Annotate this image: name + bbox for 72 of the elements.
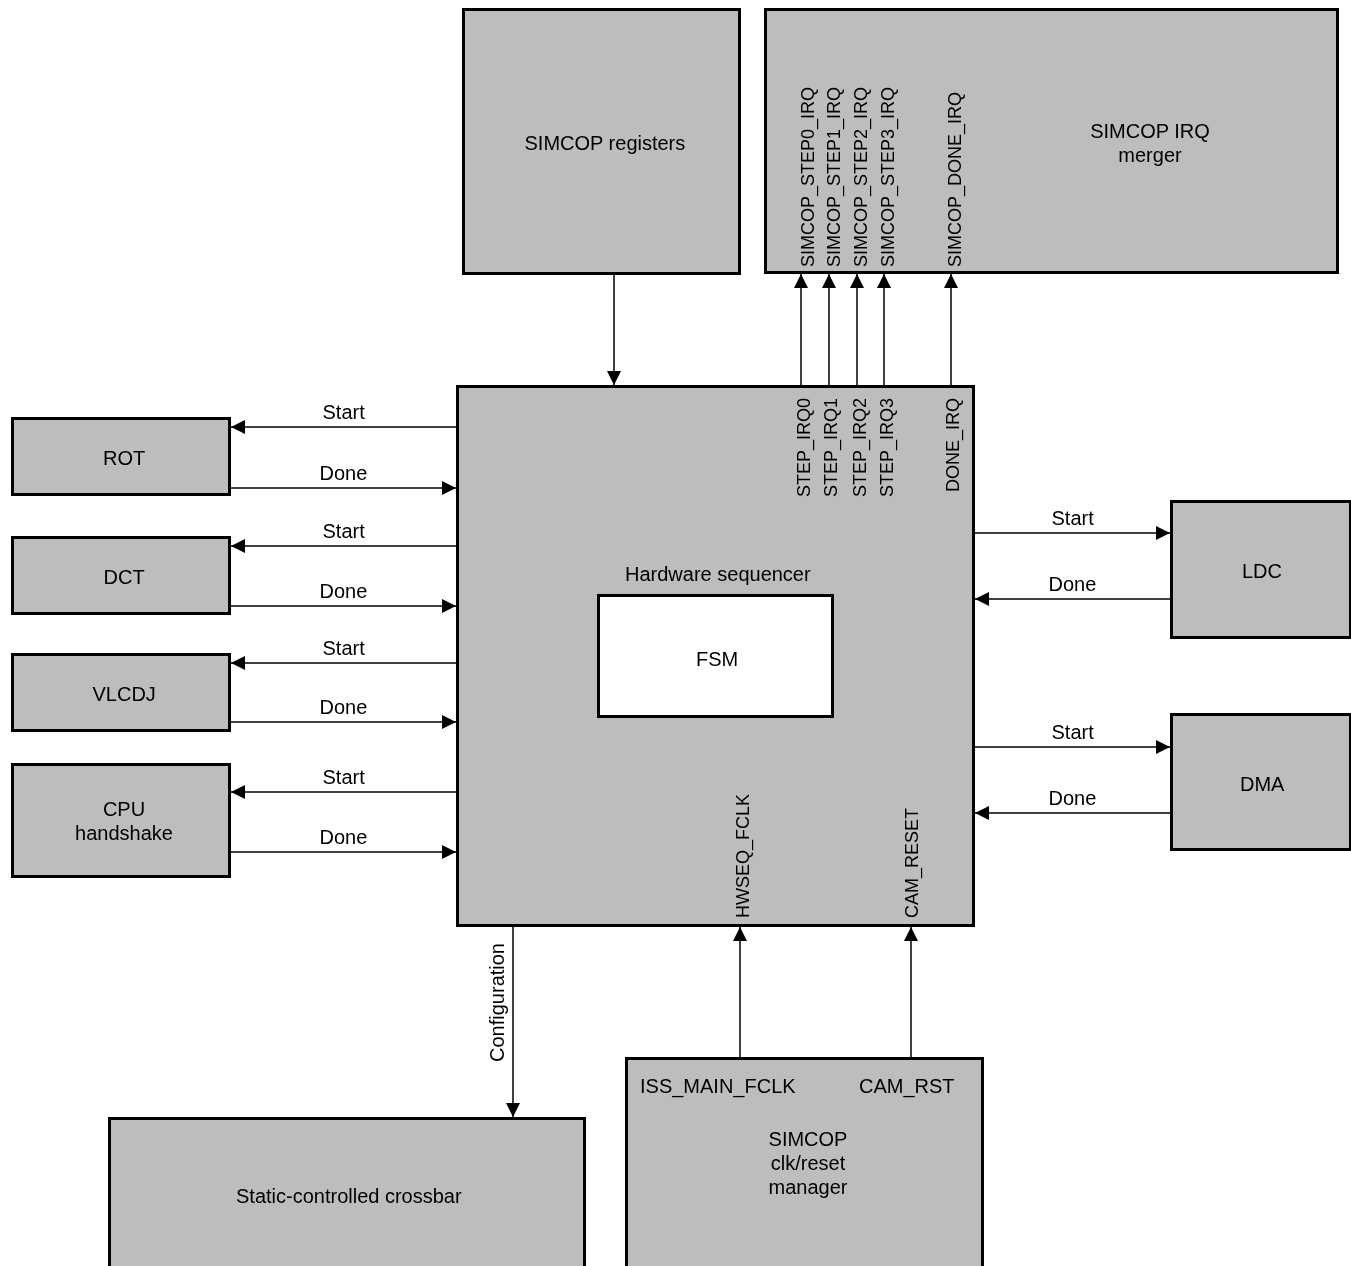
module-box bbox=[11, 763, 231, 878]
arrow bbox=[230, 785, 457, 799]
signal-label: CAM_RST bbox=[859, 1074, 955, 1098]
arrow bbox=[850, 273, 864, 386]
arrow bbox=[904, 926, 918, 1058]
edge-label: Start bbox=[322, 765, 365, 789]
module-box bbox=[1170, 500, 1351, 639]
edge-label: Start bbox=[322, 400, 365, 424]
arrow bbox=[230, 656, 457, 670]
arrow bbox=[822, 273, 836, 386]
fsm-box bbox=[597, 594, 834, 718]
signal-label: STEP_IRQ3 bbox=[876, 398, 898, 498]
edge-label: Start bbox=[322, 636, 365, 660]
block-label: Hardware sequencer bbox=[625, 562, 811, 586]
block-label: LDC bbox=[1242, 559, 1282, 583]
signal-label: ISS_MAIN_FCLK bbox=[640, 1074, 796, 1098]
signal-label: SIMCOP_STEP0_IRQ bbox=[797, 86, 819, 267]
arrow bbox=[877, 273, 891, 386]
edge-label: Start bbox=[1051, 720, 1094, 744]
block-label: CPU handshake bbox=[74, 797, 174, 845]
signal-label: SIMCOP_STEP2_IRQ bbox=[850, 86, 872, 267]
signal-label: CAM_RESET bbox=[901, 807, 923, 918]
signal-label: STEP_IRQ1 bbox=[820, 398, 842, 498]
edge-label: Done bbox=[319, 825, 368, 849]
module-box bbox=[11, 417, 231, 496]
edge-label: Done bbox=[319, 579, 368, 603]
signal-label: STEP_IRQ0 bbox=[793, 398, 815, 498]
block-title: SIMCOP IRQ merger bbox=[1089, 119, 1211, 167]
edge-label: Configuration bbox=[485, 942, 509, 1062]
arrow bbox=[944, 273, 958, 386]
block-label: VLCDJ bbox=[92, 682, 156, 706]
arrow bbox=[230, 481, 457, 495]
module-box bbox=[1170, 713, 1351, 851]
signal-label: SIMCOP_STEP3_IRQ bbox=[877, 86, 899, 267]
block-label: DCT bbox=[103, 565, 145, 589]
sequencer-block bbox=[456, 385, 975, 927]
clock-reset-manager-block bbox=[625, 1057, 984, 1266]
signal-label: SIMCOP_STEP1_IRQ bbox=[823, 86, 845, 267]
signal-label: HWSEQ_FCLK bbox=[732, 793, 754, 918]
edge-label: Start bbox=[322, 519, 365, 543]
irq-merger-block bbox=[764, 8, 1339, 274]
crossbar-block bbox=[108, 1117, 586, 1266]
arrow bbox=[974, 740, 1171, 754]
edge-label: Done bbox=[319, 695, 368, 719]
signal-label: DONE_IRQ bbox=[942, 398, 964, 493]
edge-label: Done bbox=[1048, 572, 1097, 596]
block-label: SIMCOP registers bbox=[524, 131, 686, 155]
arrow bbox=[794, 273, 808, 386]
signal-label: SIMCOP_DONE_IRQ bbox=[944, 91, 966, 267]
arrow bbox=[230, 715, 457, 729]
arrow bbox=[230, 599, 457, 613]
arrow bbox=[974, 592, 1171, 606]
arrow bbox=[974, 526, 1171, 540]
register-block bbox=[462, 8, 741, 275]
arrow bbox=[974, 806, 1171, 820]
signal-label: STEP_IRQ2 bbox=[849, 398, 871, 498]
arrow bbox=[506, 926, 520, 1118]
block-title: SIMCOP clk/reset manager bbox=[767, 1127, 849, 1199]
arrow bbox=[230, 539, 457, 553]
module-box bbox=[11, 653, 231, 732]
edge-label: Done bbox=[319, 461, 368, 485]
block-label: FSM bbox=[696, 647, 739, 671]
block-label: DMA bbox=[1240, 772, 1285, 796]
edge-label: Done bbox=[1048, 786, 1097, 810]
module-box bbox=[11, 536, 231, 615]
arrow bbox=[733, 926, 747, 1058]
edge-label: Start bbox=[1051, 506, 1094, 530]
block-label: Static-controlled crossbar bbox=[236, 1184, 462, 1208]
arrow bbox=[230, 420, 457, 434]
arrow bbox=[230, 845, 457, 859]
arrow bbox=[607, 274, 621, 386]
block-label: ROT bbox=[103, 446, 146, 470]
